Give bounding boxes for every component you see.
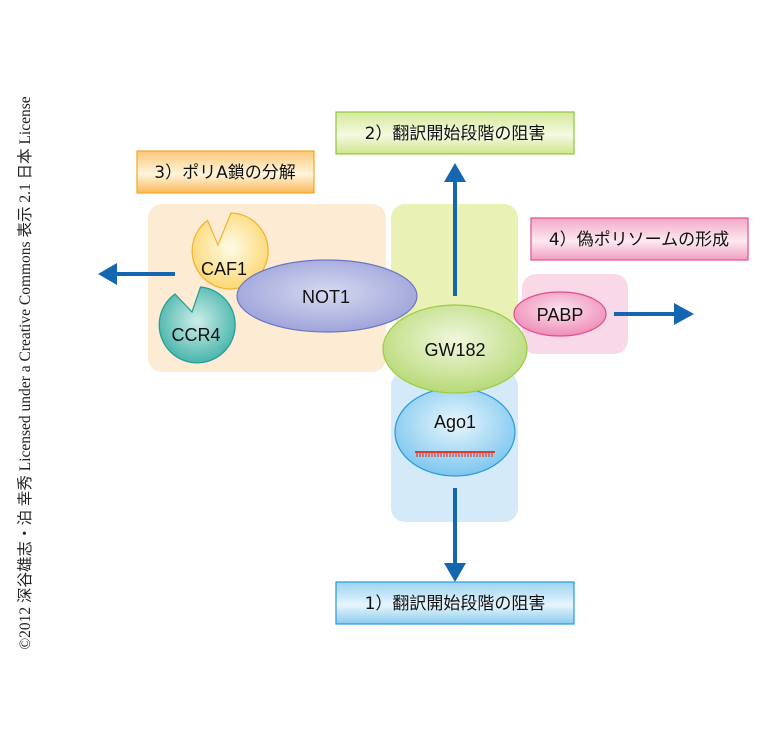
ago1-label: Ago1 (434, 412, 476, 432)
protein-ago1: Ago1 (394, 387, 516, 477)
protein-not1: NOT1 (236, 259, 418, 333)
caf1-label: CAF1 (201, 259, 247, 279)
protein-pabp: PABP (513, 291, 607, 337)
label-4-text: 4）偽ポリソームの形成 (549, 230, 729, 250)
arrow-down (444, 488, 466, 582)
protein-caf1: CAF1 (191, 212, 269, 290)
pabp-label: PABP (537, 305, 584, 325)
not1-label: NOT1 (302, 287, 350, 307)
arrow-up (444, 163, 466, 296)
protein-gw182: GW182 (382, 304, 528, 394)
label-3-text: 3）ポリA鎖の分解 (154, 163, 295, 183)
label-2-text: 2）翻訳開始段階の阻害 (365, 124, 546, 144)
arrow-left (98, 263, 175, 285)
ccr4-label: CCR4 (171, 325, 220, 345)
label-box-4: 4）偽ポリソームの形成 (530, 217, 749, 261)
label-box-3: 3）ポリA鎖の分解 (136, 150, 315, 194)
label-box-2: 2）翻訳開始段階の阻害 (335, 111, 575, 155)
mirna-strand (415, 451, 495, 457)
protein-ccr4: CCR4 (158, 286, 236, 364)
gw182-label: GW182 (424, 340, 485, 360)
label-box-1: 1）翻訳開始段階の阻害 (335, 581, 575, 625)
label-1-text: 1）翻訳開始段階の阻害 (365, 594, 546, 614)
arrow-right (614, 303, 694, 325)
